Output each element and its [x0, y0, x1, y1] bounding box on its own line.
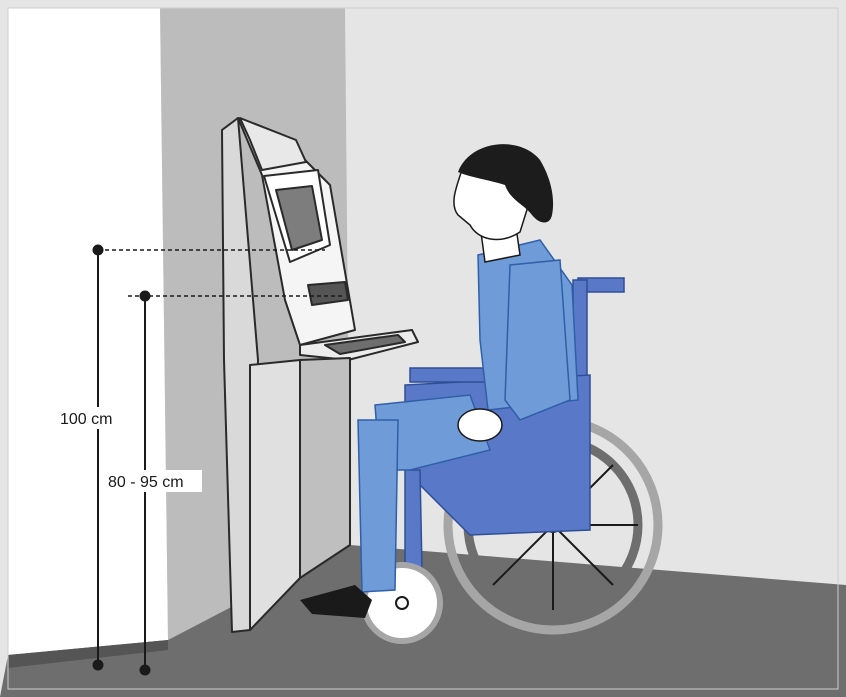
card-slot: [308, 282, 348, 305]
shin: [358, 420, 398, 592]
label-100cm: 100 cm: [60, 411, 112, 428]
dim-80-bottom-dot: [140, 665, 150, 675]
kiosk-pedestal-side: [300, 358, 350, 578]
label-80-95cm: 80 - 95 cm: [108, 474, 184, 491]
hand: [458, 409, 502, 441]
dim-100-bottom-dot: [93, 660, 103, 670]
caster-hub: [396, 597, 408, 609]
upper-arm: [505, 260, 570, 420]
dim-80-top-dot: [140, 291, 150, 301]
dim-100-top-dot: [93, 245, 103, 255]
